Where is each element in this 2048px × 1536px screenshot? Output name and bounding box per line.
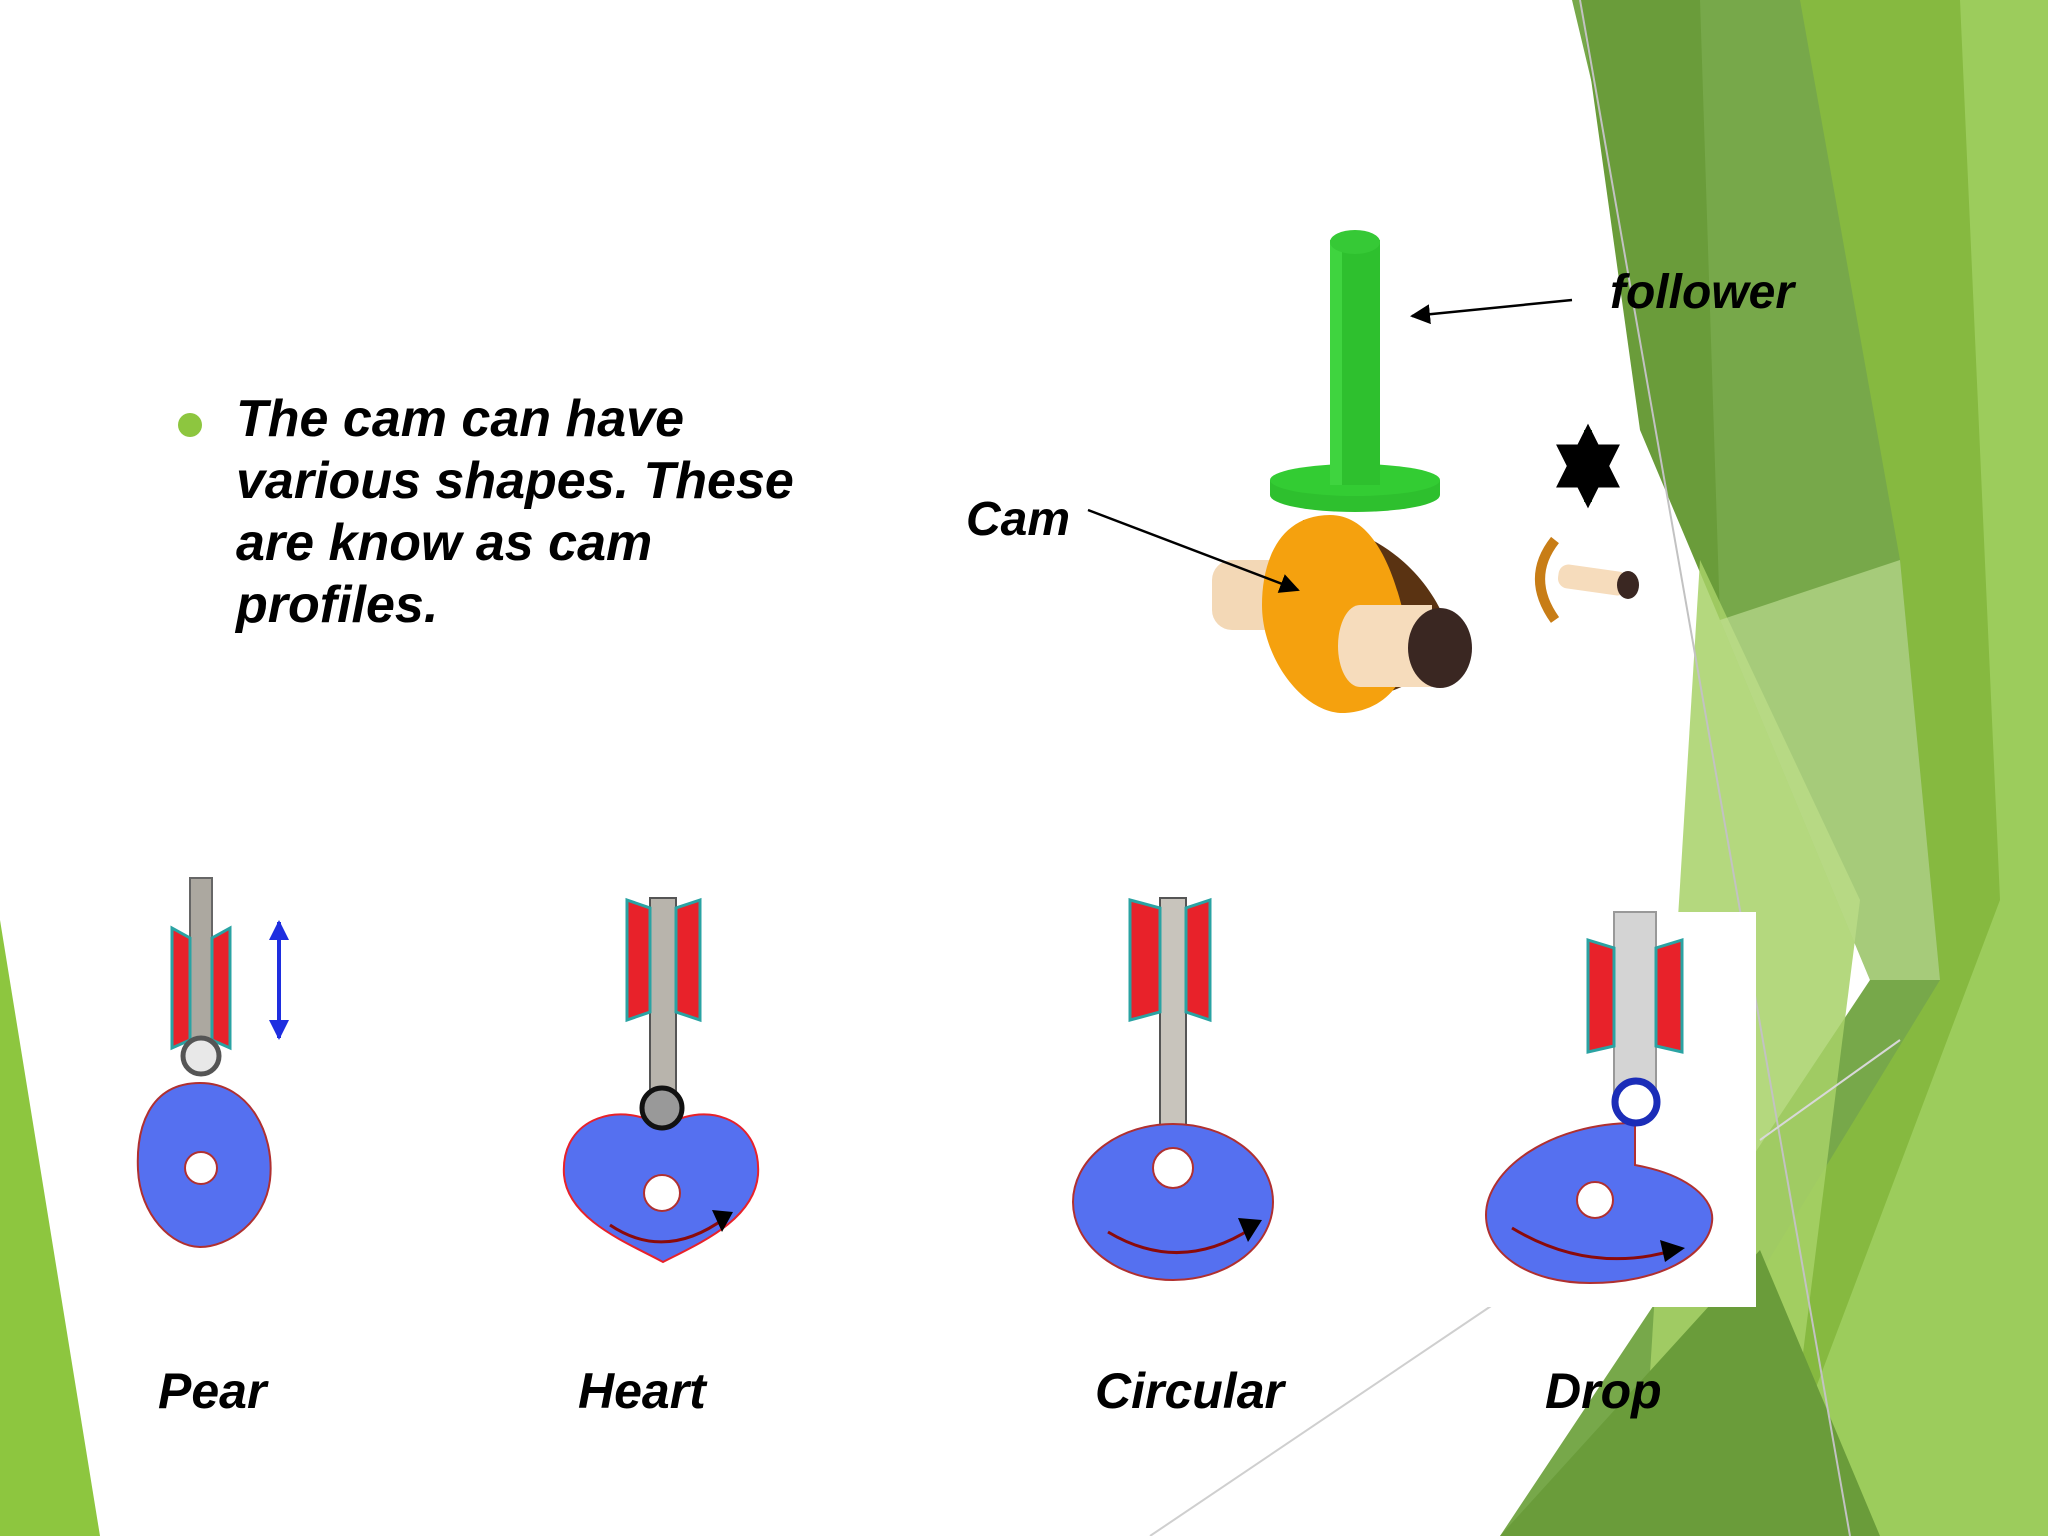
pear-cam-profile bbox=[136, 877, 289, 1249]
cam-pointer-arrow bbox=[1087, 508, 1300, 593]
circular-cam-profile bbox=[1072, 897, 1274, 1281]
caption-pear: Pear bbox=[158, 1363, 267, 1419]
label-cam: Cam bbox=[966, 493, 1071, 546]
drop-cam-profile bbox=[1460, 911, 1756, 1307]
heart-cam-profile bbox=[562, 897, 760, 1264]
follower-pointer-arrow bbox=[1410, 298, 1573, 325]
left-green-wedge bbox=[0, 920, 100, 1536]
cam-follower-3d-illustration bbox=[1212, 230, 1639, 714]
bullet-text: The cam can have various shapes. These a… bbox=[236, 390, 794, 634]
caption-heart: Heart bbox=[578, 1363, 706, 1419]
bullet-dot bbox=[178, 413, 202, 437]
caption-circular: Circular bbox=[1095, 1363, 1284, 1419]
label-follower: follower bbox=[1610, 266, 1795, 319]
caption-drop: Drop bbox=[1545, 1363, 1662, 1419]
